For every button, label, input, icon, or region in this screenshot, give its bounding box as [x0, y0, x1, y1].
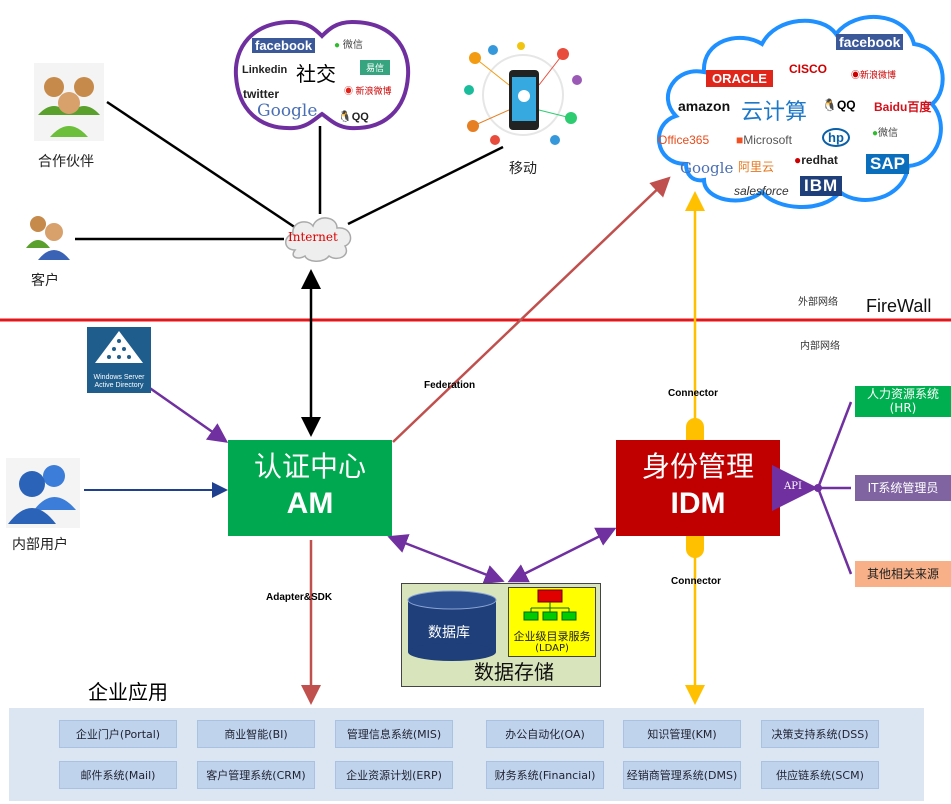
hp-logo: hp	[822, 128, 850, 147]
app-financial: 财务系统(Financial)	[486, 761, 604, 789]
idm-en-label: IDM	[670, 487, 726, 520]
cloud-title: 云计算	[741, 100, 808, 125]
firewall-label: FireWall	[866, 296, 932, 316]
data-storage-title: 数据存储	[474, 660, 554, 684]
api-label: API	[784, 481, 802, 492]
internal-users-icon	[6, 458, 80, 528]
ldap-box: 企业级目录服务 (LDAP)	[508, 587, 596, 657]
idm-cn-label: 身份管理	[641, 450, 754, 483]
ldap-label-line2: (LDAP)	[535, 643, 569, 654]
redhat-logo: ●redhat	[794, 153, 838, 167]
cloud-google-logo: Google	[680, 159, 734, 177]
connector-top-label: Connector	[668, 388, 718, 399]
app-portal: 企业门户(Portal)	[59, 720, 177, 748]
google-logo: Google	[257, 101, 318, 121]
hr-source-box: 人力资源系统 (HR)	[855, 386, 951, 417]
federation-arrow	[392, 176, 671, 443]
qq-logo: 🐧QQ	[338, 111, 369, 123]
ldap-label-line1: 企业级目录服务	[513, 630, 591, 643]
app-mis: 管理信息系统(MIS)	[335, 720, 453, 748]
internet-label: Internet	[288, 230, 338, 244]
cloud-qq-logo: 🐧QQ	[822, 98, 856, 112]
ibm-logo: IBM	[800, 176, 843, 196]
outer-network-label: 外部网络	[798, 297, 838, 308]
mobile-internet-line	[347, 145, 504, 226]
federation-label: Federation	[424, 380, 476, 391]
enterprise-apps-title: 企业应用	[88, 680, 168, 704]
cloud-weibo-logo: ◉新浪微博	[851, 70, 897, 80]
other-source-box: 其他相关来源	[855, 561, 951, 587]
inner-network-label: 内部网络	[800, 341, 840, 352]
database-label: 数据库	[428, 625, 470, 641]
app-dms: 经销商管理系统(DMS)	[623, 761, 741, 789]
am-storage-arrow	[387, 534, 505, 584]
app-crm: 客户管理系统(CRM)	[197, 761, 315, 789]
app-dss: 决策支持系统(DSS)	[761, 720, 879, 748]
amazon-logo: amazon	[678, 98, 731, 114]
database-cylinder	[407, 590, 497, 661]
mobile-illustration	[459, 40, 587, 150]
cloud-facebook-logo: facebook	[836, 34, 904, 50]
microsoft-logo: ■Microsoft	[736, 133, 792, 147]
ldap-tree-icon	[523, 589, 577, 621]
app-erp: 企业资源计划(ERP)	[335, 761, 453, 789]
cisco-logo: CISCO	[789, 62, 828, 76]
it-admin-source-box: IT系统管理员	[855, 475, 951, 501]
app-km: 知识管理(KM)	[623, 720, 741, 748]
am-cn-label: 认证中心	[253, 450, 366, 483]
twitter-logo: twitter	[243, 87, 279, 101]
am-en-label: AM	[286, 487, 334, 520]
app-bi: 商业智能(BI)	[197, 720, 315, 748]
partners-internet-line	[106, 100, 297, 230]
enterprise-apps-panel: 企业门户(Portal) 商业智能(BI) 管理信息系统(MIS) 办公自动化(…	[9, 708, 924, 801]
internal-users-label: 内部用户	[12, 537, 68, 553]
connector-top-nub	[686, 418, 704, 440]
partners-label: 合作伙伴	[38, 154, 94, 170]
app-oa: 办公自动化(OA)	[486, 720, 604, 748]
baidu-logo: Baidu百度	[874, 100, 932, 114]
mobile-label: 移动	[509, 161, 537, 177]
yixin-logo: 易信	[360, 60, 391, 75]
office365-logo: Office365	[658, 133, 710, 147]
api-hr-line	[816, 401, 853, 489]
salesforce-logo: salesforce	[734, 184, 789, 198]
linkedin-logo: Linkedin	[242, 64, 288, 76]
api-triangle	[772, 465, 818, 511]
idm-storage-arrow	[507, 527, 617, 583]
connector-bottom-nub	[686, 536, 704, 558]
partners-icon	[34, 63, 104, 141]
wechat-logo: ● 微信	[334, 40, 363, 51]
api-other-line	[816, 487, 853, 575]
app-mail: 邮件系统(Mail)	[59, 761, 177, 789]
app-scm: 供应链系统(SCM)	[761, 761, 879, 789]
aliyun-logo: 阿里云	[738, 160, 775, 174]
adapter-sdk-label: Adapter&SDK	[266, 592, 333, 603]
customers-label: 客户	[31, 273, 59, 289]
connector-bottom-label: Connector	[671, 576, 721, 587]
facebook-logo: facebook	[252, 38, 316, 53]
customers-icon	[24, 210, 76, 262]
weibo-logo: ◉ 新浪微博	[344, 86, 392, 96]
cloud-wechat-logo: ●微信	[872, 128, 899, 139]
am-box: 认证中心 AM	[228, 440, 392, 536]
oracle-logo: ORACLE	[706, 70, 773, 87]
sap-logo: SAP	[866, 154, 909, 174]
internet-cloud	[285, 217, 352, 262]
idm-box: 身份管理 IDM	[616, 440, 780, 536]
social-title: 社交	[296, 62, 336, 86]
